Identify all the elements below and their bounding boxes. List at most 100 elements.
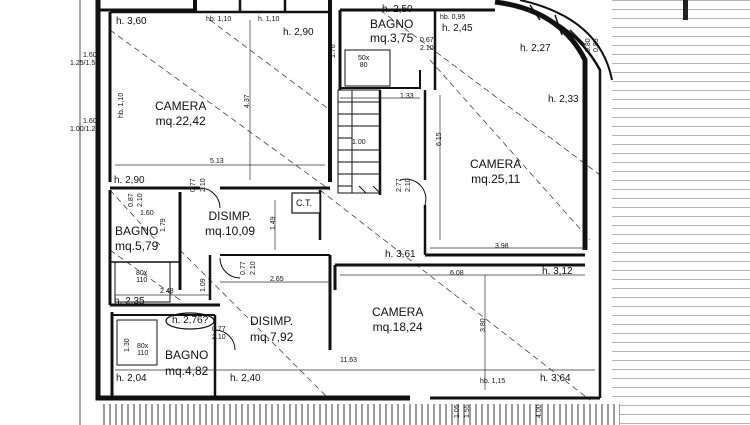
- stairs: [337, 89, 381, 194]
- height-label: h. 3,12: [542, 266, 573, 277]
- dim-label: 2.77: [396, 178, 403, 192]
- sill-label: h. 1,10: [258, 16, 280, 23]
- height-label: h. 2,35: [114, 296, 145, 307]
- dim-label: 4.00: [536, 404, 543, 418]
- room-area: mq.22,42: [155, 114, 206, 128]
- shower-size: 80x: [136, 270, 148, 277]
- dim-label: 1.30: [124, 338, 131, 352]
- room-name: BAGNO: [370, 17, 414, 31]
- walls: [95, 0, 613, 401]
- shower-tray-top: 50x 80: [358, 55, 369, 69]
- dim-label: 11.63: [340, 357, 357, 364]
- room-camera-nw: CAMERA mq.22,42: [155, 100, 206, 127]
- height-label: h. 2,40: [230, 373, 261, 384]
- room-camera-s: CAMERA mq.18,24: [372, 306, 423, 333]
- dim-label: 1.00: [352, 139, 366, 146]
- room-name: DISIMP.: [208, 209, 252, 223]
- dim-label: 5.13: [210, 158, 224, 165]
- terrace-right: [612, 0, 750, 425]
- dim-label: 1.05: [454, 404, 461, 418]
- height-label: h. 2,50: [382, 4, 413, 15]
- ct-box: [291, 192, 321, 214]
- room-name: BAGNO: [115, 224, 159, 238]
- doors: [199, 178, 427, 351]
- dim-label: 1.55: [464, 404, 471, 418]
- room-area: mq.5,79: [115, 239, 159, 253]
- shower-size: 110: [137, 350, 149, 357]
- dashed-lines: [109, 9, 601, 401]
- dim-label: 6.15: [436, 132, 443, 146]
- left-dim: 1.60: [83, 52, 97, 59]
- room-name: CAMERA: [470, 157, 522, 171]
- room-disimp-2-name: DISIMP.: [250, 314, 294, 328]
- height-label: h. 2,90: [283, 27, 314, 38]
- dim-label: 3.80: [480, 318, 487, 332]
- room-area: mq.25,11: [471, 172, 521, 186]
- height-label: h. 3,61: [385, 249, 416, 260]
- dim-label: 3.98: [495, 243, 509, 250]
- height-label: h. 2,45: [442, 23, 473, 34]
- ct-label: C.T.: [296, 198, 313, 208]
- terrace-post: [683, 0, 688, 20]
- dim-label: 1.79: [160, 218, 167, 232]
- room-bagno-low-area: mq.4,82: [165, 364, 209, 378]
- room-area: mq.10,09: [205, 224, 256, 238]
- dim-label: 0.77: [212, 326, 226, 333]
- shower-size: 50x: [358, 55, 370, 62]
- dim-label: 0.80: [585, 38, 592, 52]
- dim-label: 1.33: [400, 93, 414, 100]
- dim-label: 2.48: [160, 288, 174, 295]
- sill-label: hb. 1,15: [480, 378, 506, 385]
- room-disimp-2-area: mq.7,92: [250, 330, 294, 344]
- room-bagno-mid: BAGNO mq.5,79: [115, 225, 158, 252]
- room-camera-ne: CAMERA mq.25,11: [470, 158, 521, 185]
- left-dim: 1.00/1.25: [70, 126, 100, 133]
- height-label: h. 2,04: [116, 373, 147, 384]
- sill-label: hb. 0,95: [440, 14, 466, 21]
- dim-label: 2.10: [420, 45, 434, 52]
- shower-tray-low: 80x 110: [137, 343, 148, 357]
- room-name: CAMERA: [155, 99, 207, 113]
- sill-label: hb. 1,10: [118, 92, 125, 118]
- dim-label: 2.10: [405, 178, 412, 192]
- height-label: h. 2,33: [548, 94, 579, 105]
- dim-label: 0.85: [593, 38, 600, 52]
- height-label: h. 2,76?: [172, 315, 209, 326]
- room-area: mq.3,75: [370, 31, 414, 45]
- sill-label: hb. 1,10: [206, 16, 232, 23]
- dim-label: 0.87: [128, 193, 135, 207]
- dim-label: 2.10: [250, 261, 257, 275]
- dim-label: 0.67: [420, 37, 434, 44]
- room-area: mq.18,24: [372, 320, 423, 334]
- dim-label: 1.09: [200, 278, 207, 292]
- dim-label: 2.65: [270, 276, 284, 283]
- showers: [114, 49, 391, 366]
- dim-label: 1.49: [270, 216, 277, 230]
- left-dim: 1.25/1.50: [70, 60, 100, 67]
- shower-tray-mid: 80x 110: [136, 270, 147, 284]
- height-label: h. 2,27: [520, 43, 551, 54]
- dim-label: 1.60: [140, 210, 154, 217]
- height-label: h. 3,64: [540, 373, 571, 384]
- shower-size: 80: [359, 62, 368, 69]
- room-bagno-top: BAGNO mq.3,75: [370, 18, 413, 44]
- dim-label: 0.77: [190, 178, 197, 192]
- dim-label: 2.10: [212, 334, 226, 341]
- room-disimp-1: DISIMP. mq.10,09: [205, 210, 255, 237]
- height-ellipse: [165, 312, 215, 330]
- room-name: CAMERA: [372, 305, 424, 319]
- shower-size: 80x: [137, 343, 149, 350]
- room-bagno-low-name: BAGNO: [165, 348, 209, 362]
- height-label: h. 3,60: [116, 16, 147, 27]
- dim-label: 0.77: [240, 261, 247, 275]
- dim-label: 2.10: [200, 178, 207, 192]
- dim-label: 4.37: [244, 94, 251, 108]
- dim-lines: [115, 20, 595, 390]
- dim-label: 1.76: [330, 44, 337, 58]
- height-label: h. 2,90: [114, 175, 145, 186]
- shower-size: 110: [136, 277, 148, 284]
- balcony-bottom: [100, 404, 620, 425]
- dim-label: 2.10: [137, 193, 144, 207]
- left-dim: 1.60: [83, 118, 97, 125]
